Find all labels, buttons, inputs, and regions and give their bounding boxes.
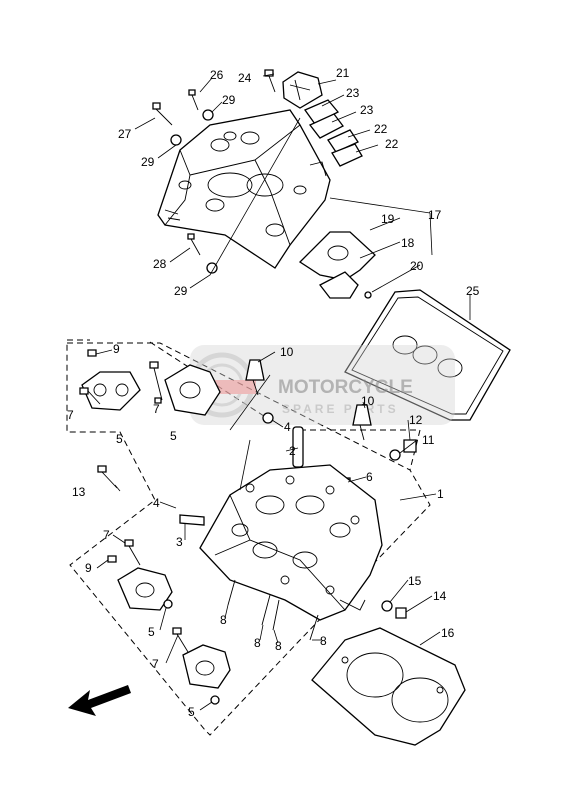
breather-plate xyxy=(298,231,376,299)
callout-12: 12 xyxy=(409,413,423,427)
callout-17: 17 xyxy=(428,208,442,222)
front-direction-arrow-icon xyxy=(68,685,131,716)
callout-5d: 5 xyxy=(188,705,195,719)
cylinder-head xyxy=(179,464,383,621)
callout-24: 24 xyxy=(238,71,252,85)
callout-labels: 21 23 23 22 22 24 26 29 27 29 28 29 17 1… xyxy=(67,66,480,719)
callout-4a: 4 xyxy=(284,420,291,434)
callout-29a: 29 xyxy=(222,93,236,107)
bolt-and-washer-14-15 xyxy=(381,600,407,619)
callout-6: 6 xyxy=(366,470,373,484)
callout-26: 26 xyxy=(210,68,224,82)
callout-5a: 5 xyxy=(116,432,123,446)
exhaust-cam-cap xyxy=(79,349,141,411)
callout-5c: 5 xyxy=(148,625,155,639)
head-cover-gasket xyxy=(344,289,511,421)
head-assembly-outline xyxy=(66,342,431,736)
cylinder-head-cover xyxy=(157,109,331,269)
callout-9b: 9 xyxy=(85,561,92,575)
callout-18: 18 xyxy=(401,236,415,250)
callout-7d: 7 xyxy=(152,657,159,671)
intake-cam-cap xyxy=(149,361,221,416)
callout-29b: 29 xyxy=(141,155,155,169)
callout-5b: 5 xyxy=(170,429,177,443)
callout-25: 25 xyxy=(466,284,480,298)
callout-7c: 7 xyxy=(103,528,110,542)
callout-8b: 8 xyxy=(254,636,261,650)
callout-23a: 23 xyxy=(346,86,360,100)
callout-14: 14 xyxy=(433,589,447,603)
callout-7b: 7 xyxy=(153,402,160,416)
head-gasket xyxy=(311,627,466,746)
watermark-subtitle: SPARE PARTS xyxy=(282,402,399,416)
callout-16: 16 xyxy=(441,626,455,640)
callout-21: 21 xyxy=(336,66,350,80)
callout-13: 13 xyxy=(72,485,86,499)
lower-cam-cap-2 xyxy=(172,627,231,705)
callout-23b: 23 xyxy=(360,103,374,117)
breather-cover xyxy=(282,71,323,109)
callout-22a: 22 xyxy=(374,122,388,136)
callout-7a: 7 xyxy=(67,408,74,422)
spark-plugs xyxy=(245,359,372,441)
callout-9a: 9 xyxy=(113,342,120,356)
callout-29c: 29 xyxy=(174,284,188,298)
callout-28: 28 xyxy=(153,257,167,271)
callout-1: 1 xyxy=(437,487,444,501)
lower-cam-cap-1 xyxy=(107,539,173,611)
callout-19: 19 xyxy=(381,212,395,226)
callout-20: 20 xyxy=(410,259,424,273)
callout-8c: 8 xyxy=(275,639,282,653)
reed-valves xyxy=(304,99,363,167)
callout-10a: 10 xyxy=(280,345,294,359)
cam-chain-guide xyxy=(262,412,304,468)
callout-10b: 10 xyxy=(361,394,375,408)
leader-lines xyxy=(95,73,471,711)
watermark-title: MOTORCYCLE xyxy=(278,377,413,398)
callout-4b: 4 xyxy=(153,496,160,510)
stud-bolts-8 xyxy=(227,579,319,641)
callout-15: 15 xyxy=(408,574,422,588)
callout-3: 3 xyxy=(176,535,183,549)
callout-2: 2 xyxy=(289,444,296,458)
callout-8d: 8 xyxy=(320,634,327,648)
callout-27: 27 xyxy=(118,127,132,141)
callout-22b: 22 xyxy=(385,137,399,151)
stud-bolt-13 xyxy=(97,465,118,489)
callout-11: 11 xyxy=(422,433,435,447)
callout-8a: 8 xyxy=(220,613,227,627)
cylinder-head-bracket xyxy=(300,429,421,471)
